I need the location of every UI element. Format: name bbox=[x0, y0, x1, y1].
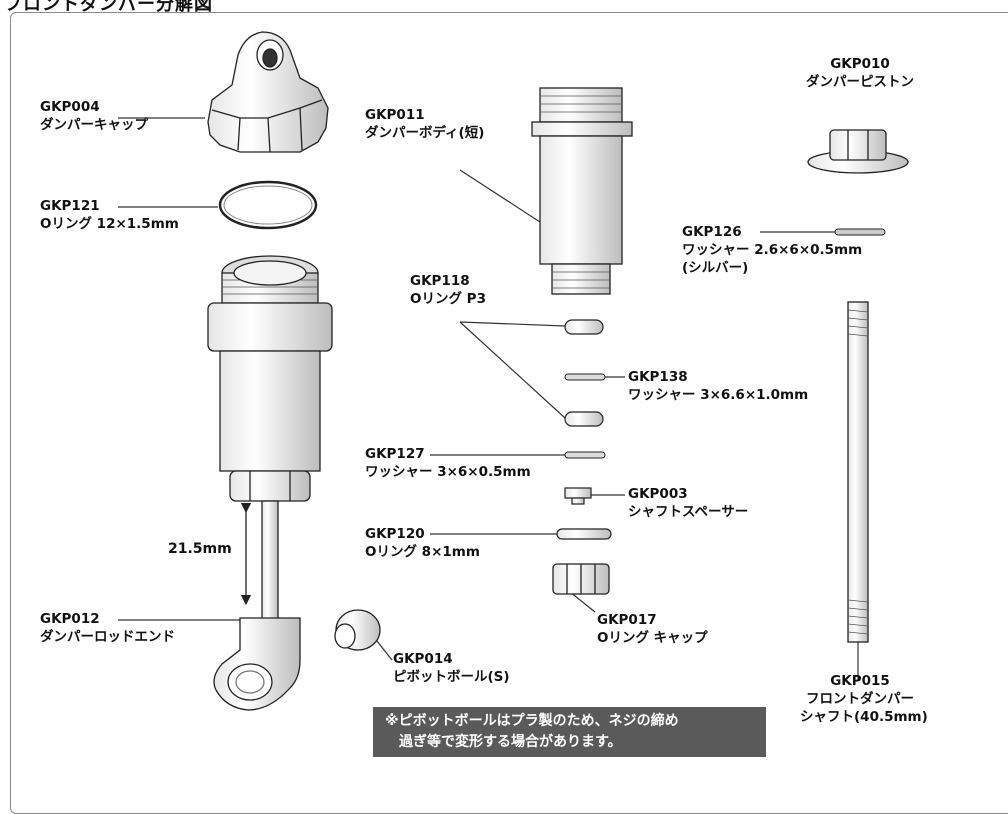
part-code: GKP138 bbox=[628, 369, 688, 385]
part-note: シャフト(40.5mm) bbox=[800, 709, 928, 725]
pivot-ball bbox=[334, 609, 381, 651]
label-gkp120: GKP120 Oリング 8×1mm bbox=[365, 525, 480, 561]
o-ring-cap bbox=[552, 563, 610, 595]
damper-piston bbox=[807, 129, 909, 174]
part-code: GKP003 bbox=[628, 486, 688, 502]
page-title: フロントダンパー分解図 bbox=[4, 0, 213, 15]
label-gkp118: GKP118 Oリング P3 bbox=[410, 272, 486, 308]
part-name: Oリング キャップ bbox=[597, 630, 708, 646]
front-damper-shaft bbox=[847, 301, 869, 643]
part-code: GKP118 bbox=[410, 273, 470, 289]
damper-cap bbox=[207, 31, 329, 153]
part-name: ワッシャー 3×6.6×1.0mm bbox=[628, 387, 809, 403]
part-code: GKP120 bbox=[365, 526, 425, 542]
part-code: GKP126 bbox=[682, 224, 742, 240]
part-code: GKP127 bbox=[365, 446, 425, 462]
washer-2-6 bbox=[834, 228, 886, 236]
part-code: GKP015 bbox=[830, 673, 890, 689]
label-gkp004: GKP004 ダンパーキャップ bbox=[40, 98, 148, 134]
label-gkp126: GKP126 ワッシャー 2.6×6×0.5mm (シルバー) bbox=[682, 223, 862, 277]
part-name: シャフトスペーサー bbox=[628, 504, 749, 520]
part-code: GKP014 bbox=[393, 651, 453, 667]
label-gkp012: GKP012 ダンパーロッドエンド bbox=[40, 610, 175, 646]
label-gkp127: GKP127 ワッシャー 3×6×0.5mm bbox=[365, 445, 531, 481]
part-name: Oリング P3 bbox=[410, 291, 486, 307]
part-name: ワッシャー 3×6×0.5mm bbox=[365, 464, 531, 480]
damper-body-short bbox=[531, 87, 633, 295]
part-name: ダンパーキャップ bbox=[40, 117, 148, 133]
damper-body-assembly bbox=[207, 255, 333, 502]
notice-box: ※ピボットボールはプラ製のため、ネジの締め 過ぎ等で変形する場合があります。 bbox=[373, 707, 766, 757]
part-note: (シルバー) bbox=[682, 260, 749, 276]
label-gkp121: GKP121 Oリング 12×1.5mm bbox=[40, 197, 179, 233]
label-gkp014: GKP014 ピボットボール(S) bbox=[393, 650, 510, 686]
o-ring-8 bbox=[556, 528, 612, 540]
part-name: ダンパーボディ(短) bbox=[365, 125, 485, 141]
leader-gkp011 bbox=[459, 169, 541, 223]
leader-gkp017 bbox=[569, 591, 596, 613]
part-name: フロントダンパー bbox=[806, 691, 914, 707]
leader-gkp118-b bbox=[459, 321, 566, 419]
label-gkp138: GKP138 ワッシャー 3×6.6×1.0mm bbox=[628, 368, 808, 404]
label-gkp011: GKP011 ダンパーボディ(短) bbox=[365, 106, 484, 142]
part-code: GKP010 bbox=[830, 56, 890, 72]
o-ring-p3-bottom bbox=[564, 411, 604, 427]
o-ring-12 bbox=[218, 180, 318, 230]
part-code: GKP012 bbox=[40, 611, 100, 627]
part-name: ワッシャー 2.6×6×0.5mm bbox=[682, 242, 863, 258]
label-gkp003: GKP003 シャフトスペーサー bbox=[628, 485, 748, 521]
washer-3-6 bbox=[564, 451, 606, 459]
part-name: Oリング 8×1mm bbox=[365, 544, 480, 560]
leader-gkp118-a bbox=[459, 321, 566, 327]
washer-3-6-6 bbox=[564, 373, 606, 381]
o-ring-p3-top bbox=[564, 319, 604, 335]
part-name: Oリング 12×1.5mm bbox=[40, 216, 179, 232]
part-code: GKP011 bbox=[365, 107, 425, 123]
part-code: GKP017 bbox=[597, 612, 657, 628]
part-code: GKP004 bbox=[40, 99, 100, 115]
part-name: ピボットボール(S) bbox=[393, 669, 510, 685]
damper-rod-end bbox=[213, 500, 301, 711]
part-code: GKP121 bbox=[40, 198, 100, 214]
notice-line-1: ※ピボットボールはプラ製のため、ネジの締め bbox=[385, 713, 679, 729]
label-gkp017: GKP017 Oリング キャップ bbox=[597, 611, 708, 647]
shaft-spacer bbox=[564, 487, 592, 505]
notice-line-2: 過ぎ等で変形する場合があります。 bbox=[399, 734, 622, 750]
dimension-label: 21.5mm bbox=[168, 541, 232, 557]
label-gkp015: GKP015 フロントダンパー シャフト(40.5mm) bbox=[800, 672, 928, 726]
label-gkp010: GKP010 ダンパーピストン bbox=[795, 55, 925, 91]
part-name: ダンパーロッドエンド bbox=[40, 629, 175, 645]
exploded-diagram bbox=[118, 31, 909, 711]
part-name: ダンパーピストン bbox=[806, 74, 914, 90]
